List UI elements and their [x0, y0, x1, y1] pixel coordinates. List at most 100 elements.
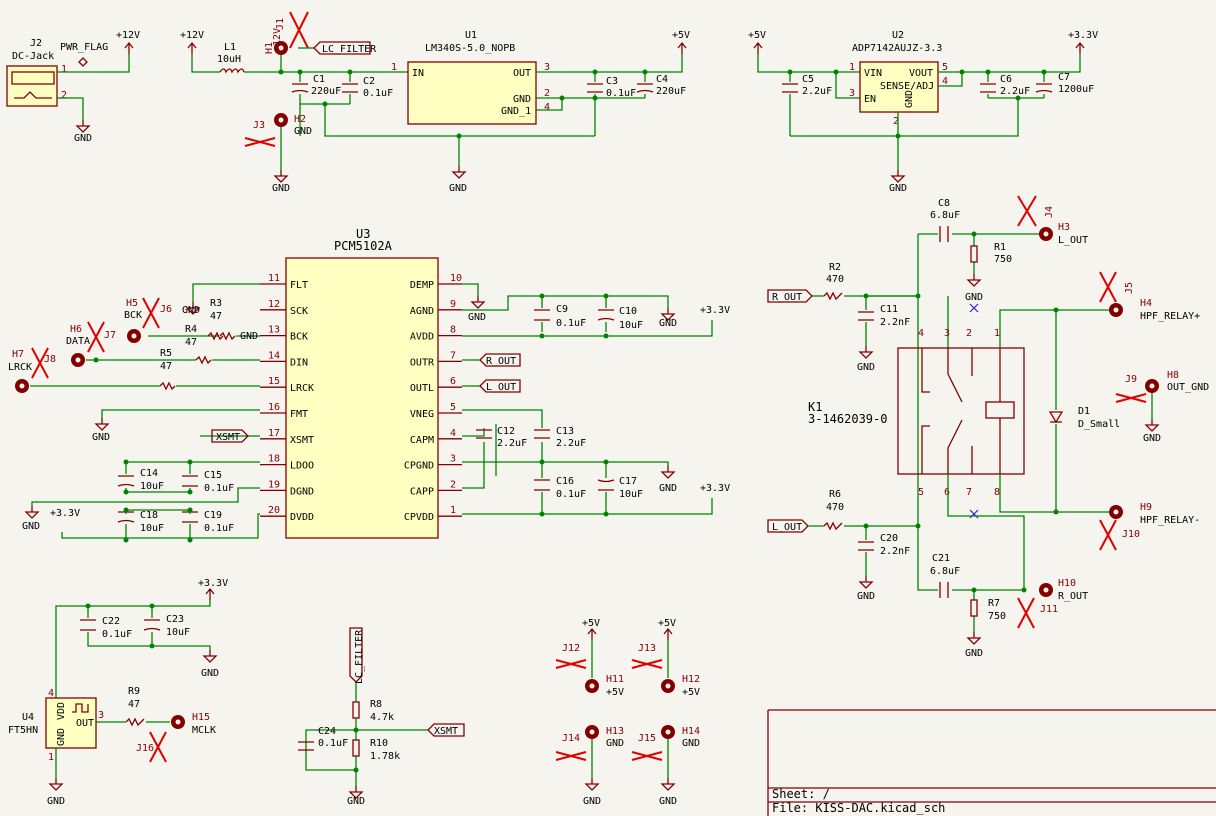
- schematic-label: J1: [275, 18, 286, 30]
- schematic-label: C11: [880, 304, 898, 315]
- schematic-label: 3: [944, 328, 950, 339]
- schematic-label: R4: [185, 324, 197, 335]
- schematic-label: K1: [808, 400, 822, 414]
- schematic-label: J8: [44, 354, 56, 365]
- u3-pin-name: XSMT: [290, 435, 314, 446]
- schematic-label: C3: [606, 76, 618, 87]
- schematic-label: GND: [857, 362, 875, 373]
- schematic-label: 3: [98, 710, 104, 721]
- schematic-label: L_OUT: [486, 382, 516, 393]
- schematic-label: 47: [185, 337, 197, 348]
- k1-relay: K1 3-1462039-0 4 3 2 1 5 6 7 8: [808, 328, 1025, 498]
- schematic-label: H2: [294, 114, 306, 125]
- schematic-label: 1: [994, 328, 1000, 339]
- schematic-label: OUT: [513, 68, 531, 79]
- schematic-label: R_OUT: [486, 356, 516, 367]
- schematic-label: LC_FILTER: [322, 44, 377, 55]
- schematic-label: 5: [942, 62, 948, 73]
- schematic-label: 4: [48, 688, 54, 699]
- schematic-label: +5V: [582, 618, 600, 629]
- schematic-label: +3.3V: [50, 508, 80, 519]
- schematic-label: H15: [192, 712, 210, 723]
- schematic-label: +3.3V: [1068, 30, 1098, 41]
- schematic-label: GND_1: [501, 106, 531, 117]
- schematic-label: C16: [556, 476, 574, 487]
- schematic-label: +5V: [748, 30, 766, 41]
- u3-pin-name: LDOO: [290, 461, 314, 472]
- schematic-label: +3.3V: [700, 483, 730, 494]
- schematic-label: 2: [893, 116, 899, 127]
- schematic-label: H12: [682, 674, 700, 685]
- schematic-label: C17: [619, 476, 637, 487]
- schematic-label: VIN: [864, 68, 882, 79]
- u1-lm340: U1 LM340S-5.0_NOPB IN OUT GND GND_1 1 3 …: [391, 30, 550, 125]
- u3-pin-number: 8: [450, 325, 456, 336]
- schematic-label: J9: [1125, 374, 1137, 385]
- schematic-label: R2: [829, 262, 841, 273]
- schematic-label: L_OUT: [1058, 235, 1088, 246]
- schematic-label: C1: [313, 74, 325, 85]
- u3-pin-name: OUTL: [410, 383, 434, 394]
- schematic-label: 3-1462039-0: [808, 412, 887, 426]
- schematic-label: GND: [904, 90, 915, 108]
- schematic-label: D1: [1078, 406, 1090, 417]
- schematic-label: GND: [583, 796, 601, 807]
- schematic-label: 4: [918, 328, 924, 339]
- u3-pin-name: LRCK: [290, 383, 314, 394]
- schematic-label: 4.7k: [370, 712, 394, 723]
- schematic-label: H10: [1058, 578, 1076, 589]
- schematic-label: GND: [294, 126, 312, 137]
- schematic-label: 6: [944, 487, 950, 498]
- u3-pin-name: CPVDD: [404, 512, 434, 523]
- schematic-label: GND: [606, 738, 624, 749]
- schematic-label: 470: [826, 502, 844, 513]
- schematic-label: 1: [48, 752, 54, 763]
- schematic-label: L1: [224, 42, 236, 53]
- schematic-label: BCK: [124, 310, 142, 321]
- u3-pin-number: 3: [450, 454, 456, 465]
- u3-pin-number: 9: [450, 299, 456, 310]
- schematic-label: 1: [849, 62, 855, 73]
- schematic-label: +5V: [606, 687, 624, 698]
- u3-pin-number: 19: [268, 479, 280, 490]
- schematic-label: 4: [544, 102, 550, 113]
- schematic-label: J12: [562, 643, 580, 654]
- schematic-label: 1200uF: [1058, 84, 1094, 95]
- schematic-label: GND: [889, 183, 907, 194]
- schematic-label: 10uH: [217, 54, 241, 65]
- schematic-label: 47: [128, 699, 140, 710]
- p12-label-2: +12V: [180, 30, 204, 41]
- schematic-label: GND: [857, 591, 875, 602]
- schematic-label: C15: [204, 470, 222, 481]
- schematic-label: C7: [1058, 72, 1070, 83]
- u3-pin-number: 15: [268, 376, 280, 387]
- schematic-label: 2: [966, 328, 972, 339]
- schematic-label: H3: [1058, 222, 1070, 233]
- schematic-label: 0.1uF: [318, 738, 348, 749]
- schematic-label: H14: [682, 726, 700, 737]
- schematic-label: R_OUT: [772, 292, 802, 303]
- schematic-label: 0.1uF: [556, 489, 586, 500]
- u3-pin-name: BCK: [290, 332, 308, 343]
- schematic-label: U2: [892, 30, 904, 41]
- u3-pin-number: 10: [450, 273, 462, 284]
- schematic-label: 4: [942, 76, 948, 87]
- schematic-label: R6: [829, 489, 841, 500]
- schematic-label: C23: [166, 614, 184, 625]
- u3-pin-number: 1: [450, 505, 456, 516]
- schematic-label: 2.2uF: [1000, 86, 1030, 97]
- u3-pin-name: DEMP: [410, 280, 434, 291]
- schematic-label: 1: [61, 64, 67, 75]
- schematic-label: GND: [92, 432, 110, 443]
- schematic-label: C9: [556, 304, 568, 315]
- schematic-label: 0.1uF: [556, 318, 586, 329]
- schematic-label: C14: [140, 468, 158, 479]
- schematic-label: 2.2uF: [802, 86, 832, 97]
- file-label: File: KISS-DAC.kicad_sch: [772, 801, 945, 815]
- u3-pin-name: AVDD: [410, 332, 434, 343]
- u3-pin-number: 7: [450, 350, 456, 361]
- schematic-label: R10: [370, 738, 388, 749]
- schematic-label: OUT: [76, 718, 94, 729]
- schematic-label: R_OUT: [1058, 591, 1088, 602]
